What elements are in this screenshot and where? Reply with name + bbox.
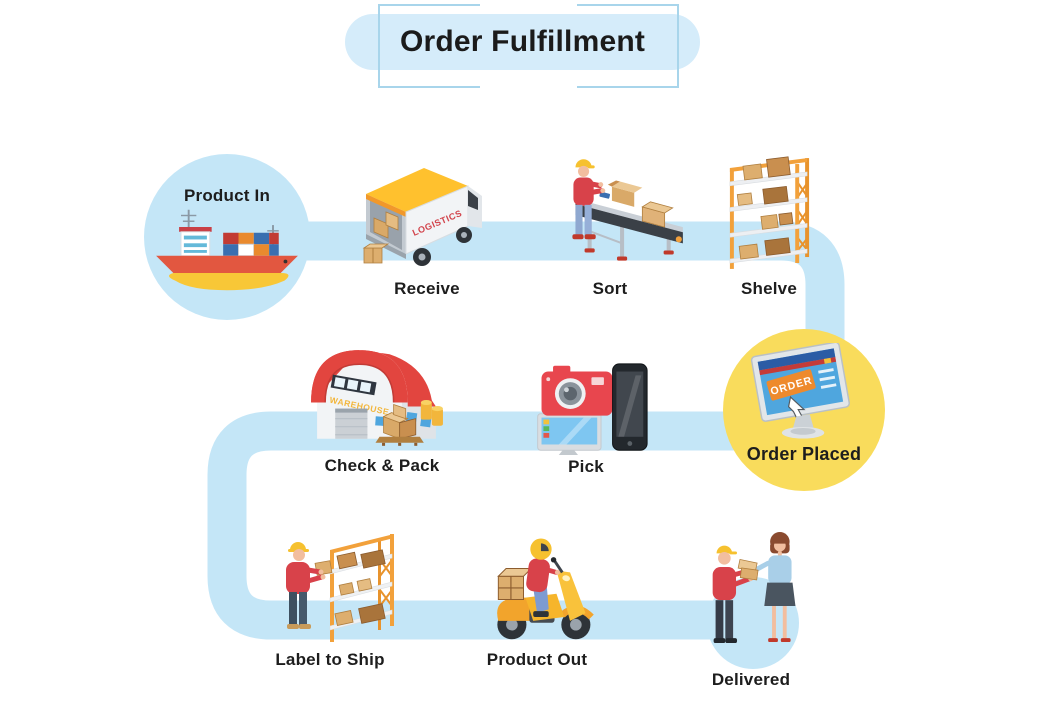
warehouse-icon: WAREHOUSE [311, 350, 443, 446]
step-label-receive: Receive [394, 279, 460, 298]
worker-rack-icon [286, 534, 394, 642]
step-label-shelve: Shelve [740, 279, 797, 298]
storage-rack-icon [729, 156, 810, 269]
delivery-scooter-icon [497, 538, 594, 640]
page-title: Order Fulfillment [399, 25, 646, 58]
step-label-product-in: Product In [183, 186, 271, 205]
step-label-sort: Sort [592, 279, 628, 298]
step-label-product-out: Product Out [486, 650, 588, 669]
delivery-truck-icon: LOGISTICS [362, 168, 482, 266]
package-handoff-icon [712, 531, 796, 644]
step-label-label-to-ship: Label to Ship [275, 650, 385, 669]
step-label-delivered: Delivered [711, 670, 791, 689]
step-label-check-pack: Check & Pack [324, 456, 440, 475]
conveyor-sorting-icon [572, 159, 683, 261]
cargo-ship-icon [156, 209, 298, 291]
title-frame-left [378, 4, 480, 88]
order-button: ORDER [766, 369, 816, 401]
order-monitor-icon: ORDER [750, 343, 850, 439]
title-pill: Order Fulfillment [345, 14, 700, 70]
title-frame-right [577, 4, 679, 88]
camera-phone-icon [537, 363, 648, 456]
step-label-pick: Pick [568, 457, 604, 476]
step-label-order-placed: Order Placed [746, 444, 862, 464]
